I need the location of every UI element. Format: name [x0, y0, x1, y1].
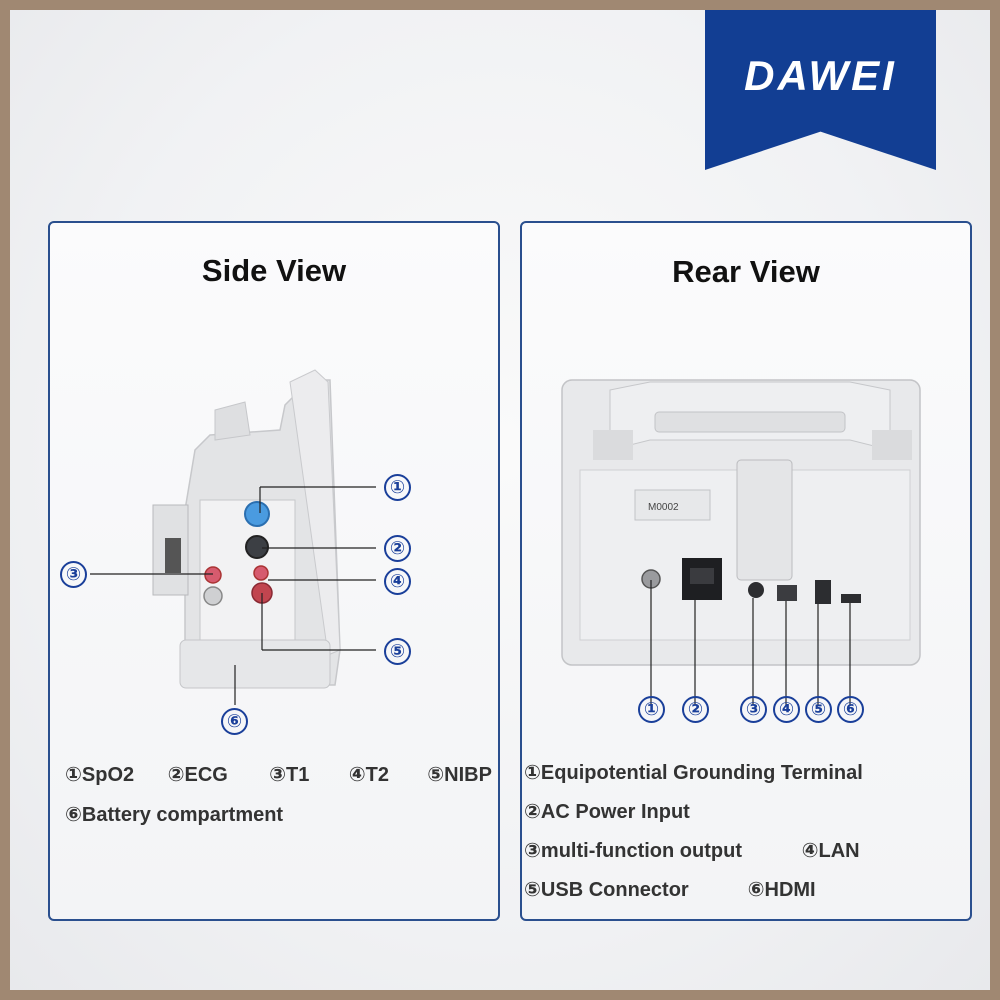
legend-t1: ③T1: [269, 764, 310, 786]
legend-lan: ④LAN: [801, 840, 860, 862]
legend-multifunction: ③multi-function output: [524, 840, 742, 862]
rear-marker-6: ⑥: [837, 696, 864, 723]
legend-t2: ④T2: [348, 764, 389, 786]
legend-usb: ⑤USB Connector: [524, 879, 689, 901]
rear-legend-row-2: ②AC Power Input: [524, 799, 690, 824]
side-marker-1: ①: [384, 474, 411, 501]
side-marker-4: ④: [384, 568, 411, 595]
rear-marker-5: ⑤: [805, 696, 832, 723]
side-marker-2: ②: [384, 535, 411, 562]
rear-marker-4: ④: [773, 696, 800, 723]
side-legend-row-1: ①SpO2 ②ECG ③T1 ④T2 ⑤NIBP: [65, 762, 492, 787]
legend-ac-power: ②AC Power Input: [524, 801, 690, 823]
legend-battery: ⑥Battery compartment: [65, 804, 284, 826]
product-canvas: DAWEI Side View Rear View: [10, 10, 990, 990]
rear-legend-row-4: ⑤USB Connector ⑥HDMI: [524, 877, 816, 902]
legend-spo2: ①SpO2: [65, 764, 135, 786]
device-illustrations: M0002: [90, 369, 921, 705]
side-device-image: [90, 369, 376, 705]
rear-legend-row-3: ③multi-function output ④LAN: [524, 838, 860, 863]
legend-hdmi: ⑥HDMI: [747, 879, 816, 901]
rear-marker-1: ①: [638, 696, 665, 723]
rear-legend-row-1: ①Equipotential Grounding Terminal: [524, 760, 863, 785]
side-legend-row-2: ⑥Battery compartment: [65, 802, 283, 827]
legend-grounding: ①Equipotential Grounding Terminal: [524, 762, 863, 784]
rear-marker-2: ②: [682, 696, 709, 723]
rear-device-image: M0002: [561, 379, 921, 705]
side-view-panel: Side View: [48, 221, 500, 921]
rear-view-title: Rear View: [672, 254, 820, 289]
legend-ecg: ②ECG: [167, 764, 228, 786]
side-marker-3: ③: [60, 561, 87, 588]
side-view-title: Side View: [201, 253, 347, 288]
side-marker-6: ⑥: [221, 708, 248, 735]
brand-logo: DAWEI: [744, 52, 897, 99]
side-marker-5: ⑤: [384, 638, 411, 665]
legend-nibp: ⑤NIBP: [427, 764, 492, 786]
device-label: M0002: [648, 502, 679, 513]
rear-marker-3: ③: [740, 696, 767, 723]
